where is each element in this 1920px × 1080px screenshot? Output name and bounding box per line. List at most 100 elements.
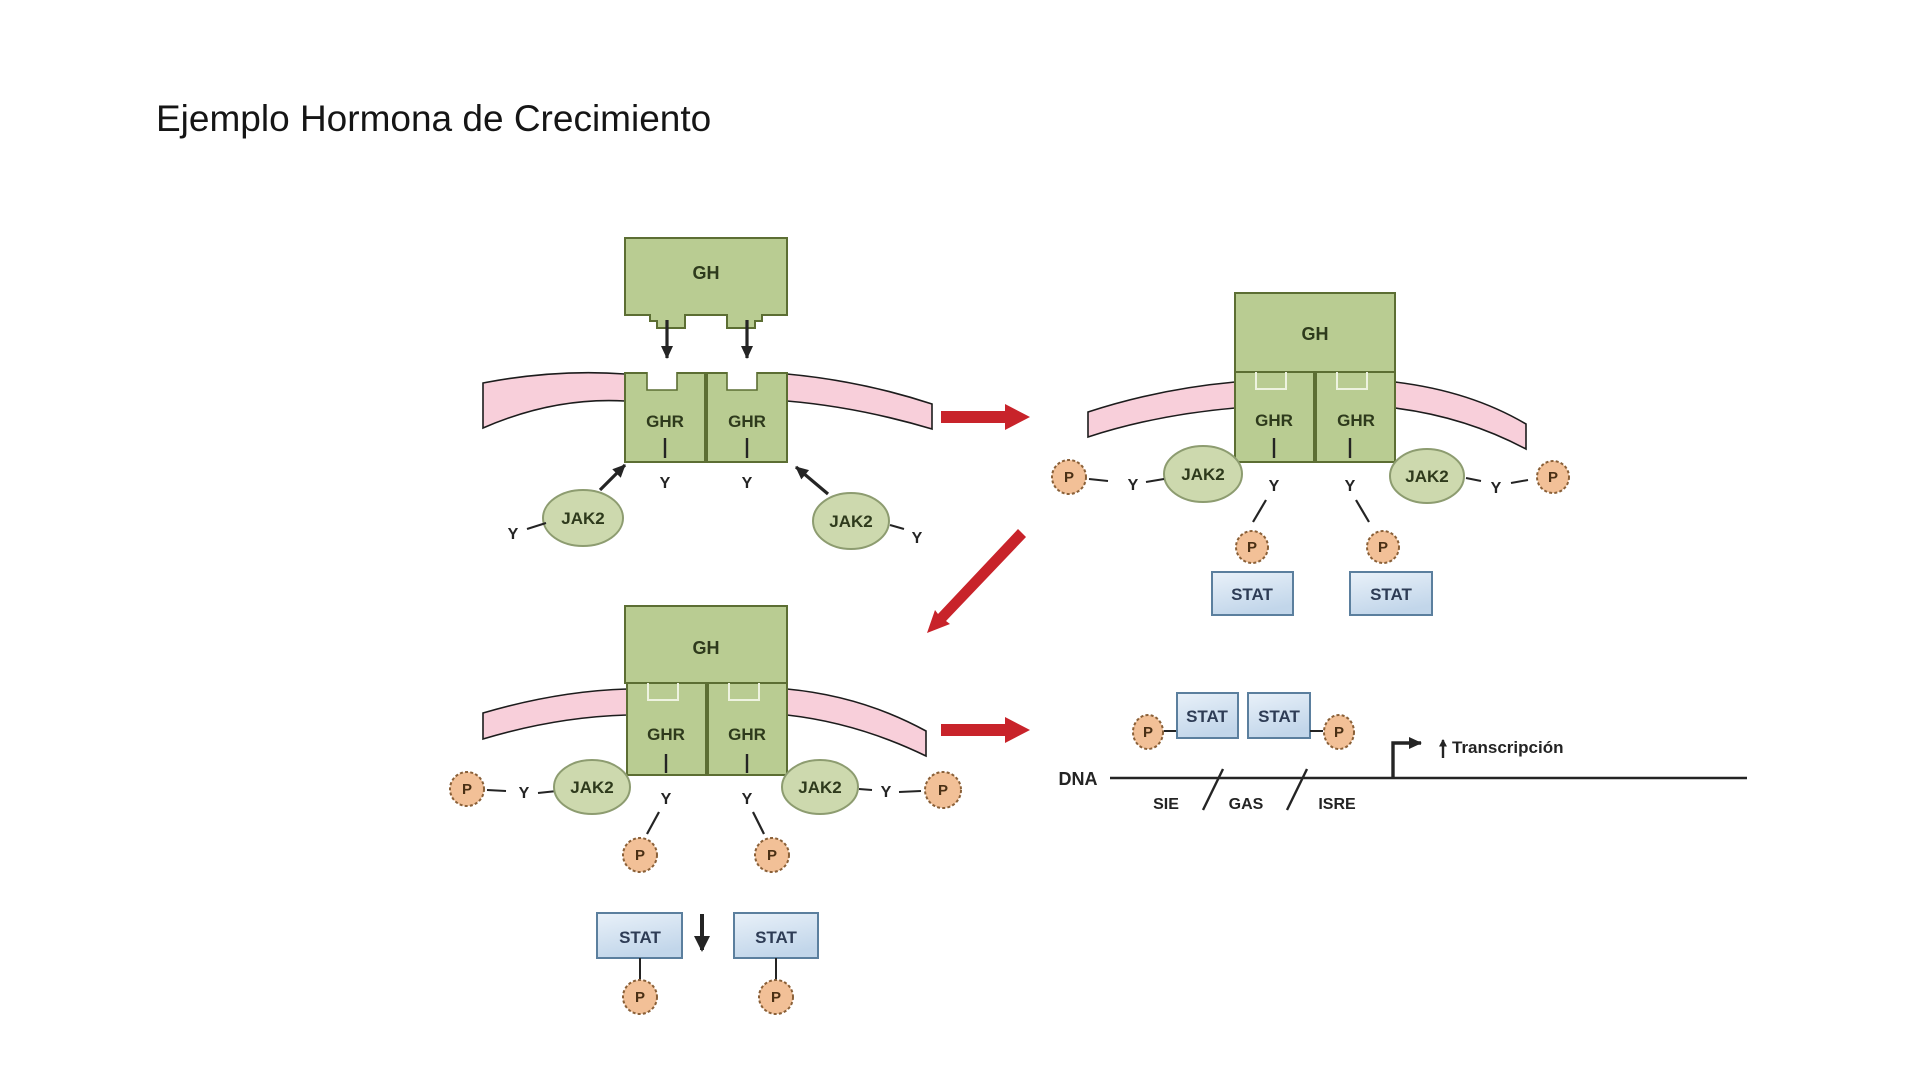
phosphate-label: P	[1247, 539, 1257, 556]
panel-active-receptor: GH GHR GHR Y Y JAK2 P Y JAK2 Y P P	[1051, 292, 1570, 616]
jak2-label: JAK2	[798, 778, 841, 797]
phosphate-circle	[1132, 714, 1164, 750]
gh-label: GH	[693, 263, 720, 283]
jak2-label: JAK2	[561, 509, 604, 528]
membrane-band	[482, 371, 626, 430]
tyrosine-label: Y	[742, 475, 753, 492]
connector-line	[1145, 478, 1165, 483]
page-title: Ejemplo Hormona de Crecimiento	[156, 98, 712, 139]
gas-element-label: GAS	[1229, 796, 1264, 813]
jak2-label: JAK2	[570, 778, 613, 797]
tyrosine-label: Y	[519, 785, 530, 802]
phosphate-label: P	[635, 989, 645, 1006]
step-arrow-diagonal	[927, 529, 1026, 633]
phosphate-circle	[758, 979, 794, 1015]
gh-ligand-box	[624, 237, 788, 329]
phosphate-label: P	[462, 781, 472, 798]
phosphate-circle	[622, 979, 658, 1015]
jak2-label: JAK2	[1181, 465, 1224, 484]
phosphate-label: P	[1378, 539, 1388, 556]
tyrosine-label: Y	[742, 791, 753, 808]
tyrosine-label: Y	[912, 530, 923, 547]
membrane-band	[786, 373, 933, 431]
phospho-link-line	[1355, 499, 1370, 523]
jak2-label: JAK2	[829, 512, 872, 531]
stat-label: STAT	[1231, 585, 1273, 604]
flow-arrows	[927, 404, 1030, 743]
phospho-link-line	[646, 811, 660, 835]
tyrosine-label: Y	[508, 526, 519, 543]
jak2-kinase	[542, 489, 624, 547]
connector-line	[898, 790, 922, 793]
jak2-kinase	[553, 759, 631, 815]
ghr-label: GHR	[1255, 411, 1293, 430]
phosphate-circle	[449, 771, 485, 807]
tyrosine-label: Y	[661, 791, 672, 808]
step-arrow-right	[941, 717, 1030, 743]
phosphate-label: P	[1143, 724, 1153, 741]
step-arrow-right	[941, 404, 1030, 430]
ghr-receptor-box	[1315, 371, 1396, 463]
receptor-notch	[647, 372, 677, 390]
stat-label: STAT	[1370, 585, 1412, 604]
isre-element-label: ISRE	[1318, 796, 1356, 813]
connector-line	[1510, 479, 1529, 484]
gh-label: GH	[1302, 324, 1329, 344]
receptor-notch	[727, 372, 757, 390]
phosphate-label: P	[771, 989, 781, 1006]
connector-line	[1088, 478, 1109, 482]
phosphate-circle	[1536, 460, 1570, 494]
stat-protein-box	[1247, 692, 1311, 739]
gh-label: GH	[693, 638, 720, 658]
phosphate-circle	[924, 771, 962, 809]
tyrosine-label: Y	[1345, 478, 1356, 495]
tyrosine-label: Y	[1491, 480, 1502, 497]
panel-unbound-receptor: GH GHR GHR Y Y JAK2 Y JAK2 Y	[482, 237, 933, 550]
gh-ligand-box	[624, 605, 788, 684]
connector-line	[858, 788, 873, 791]
membrane-band	[1394, 381, 1527, 451]
phosphate-label: P	[635, 847, 645, 864]
phosphate-label: P	[1548, 469, 1558, 486]
jak2-kinase	[812, 492, 890, 550]
stat-protein-box	[1176, 692, 1239, 739]
stat-protein-box	[596, 912, 683, 959]
stat-label: STAT	[1258, 707, 1300, 726]
phospho-link-line	[752, 811, 765, 835]
phosphate-circle	[754, 837, 790, 873]
phosphate-label: P	[1064, 469, 1074, 486]
stat-protein-box	[1211, 571, 1294, 616]
transcription-label: Transcripción	[1452, 738, 1563, 757]
receptor-notch-bound	[1255, 372, 1287, 390]
phosphate-circle	[1366, 530, 1400, 564]
tyrosine-label: Y	[881, 784, 892, 801]
stat-label: STAT	[755, 928, 797, 947]
phosphate-label: P	[938, 782, 948, 799]
receptor-notch-bound	[647, 683, 679, 701]
panel-dna-transcription: P STAT STAT P DNA SIE GAS ISRE Transcrip…	[1059, 692, 1747, 813]
phosphate-circle	[1323, 714, 1355, 750]
ghr-label: GHR	[1337, 411, 1375, 430]
receptor-notch-bound	[728, 683, 760, 701]
ghr-label: GHR	[647, 725, 685, 744]
phospho-link-line	[1252, 499, 1267, 523]
dna-label: DNA	[1059, 769, 1098, 789]
tyrosine-label: Y	[1128, 477, 1139, 494]
connector-line	[526, 522, 547, 530]
jak2-kinase	[781, 759, 859, 815]
jak2-kinase	[1389, 448, 1465, 504]
dna-break-slash	[1201, 768, 1225, 811]
jak2-recruitment-arrow	[598, 463, 627, 492]
ghr-label: GHR	[728, 412, 766, 431]
connector-line	[1465, 477, 1482, 482]
membrane-band	[786, 688, 927, 758]
phosphate-circle	[1051, 459, 1087, 495]
stat-label: STAT	[1186, 707, 1228, 726]
panel-phosphorylated-stats: GH GHR GHR Y Y P Y JAK2 JAK2 Y P P	[449, 605, 962, 1015]
phosphate-label: P	[767, 847, 777, 864]
connector-line	[486, 789, 507, 792]
jak2-label: JAK2	[1405, 467, 1448, 486]
membrane-band	[1087, 381, 1236, 439]
connector-line	[889, 524, 905, 530]
